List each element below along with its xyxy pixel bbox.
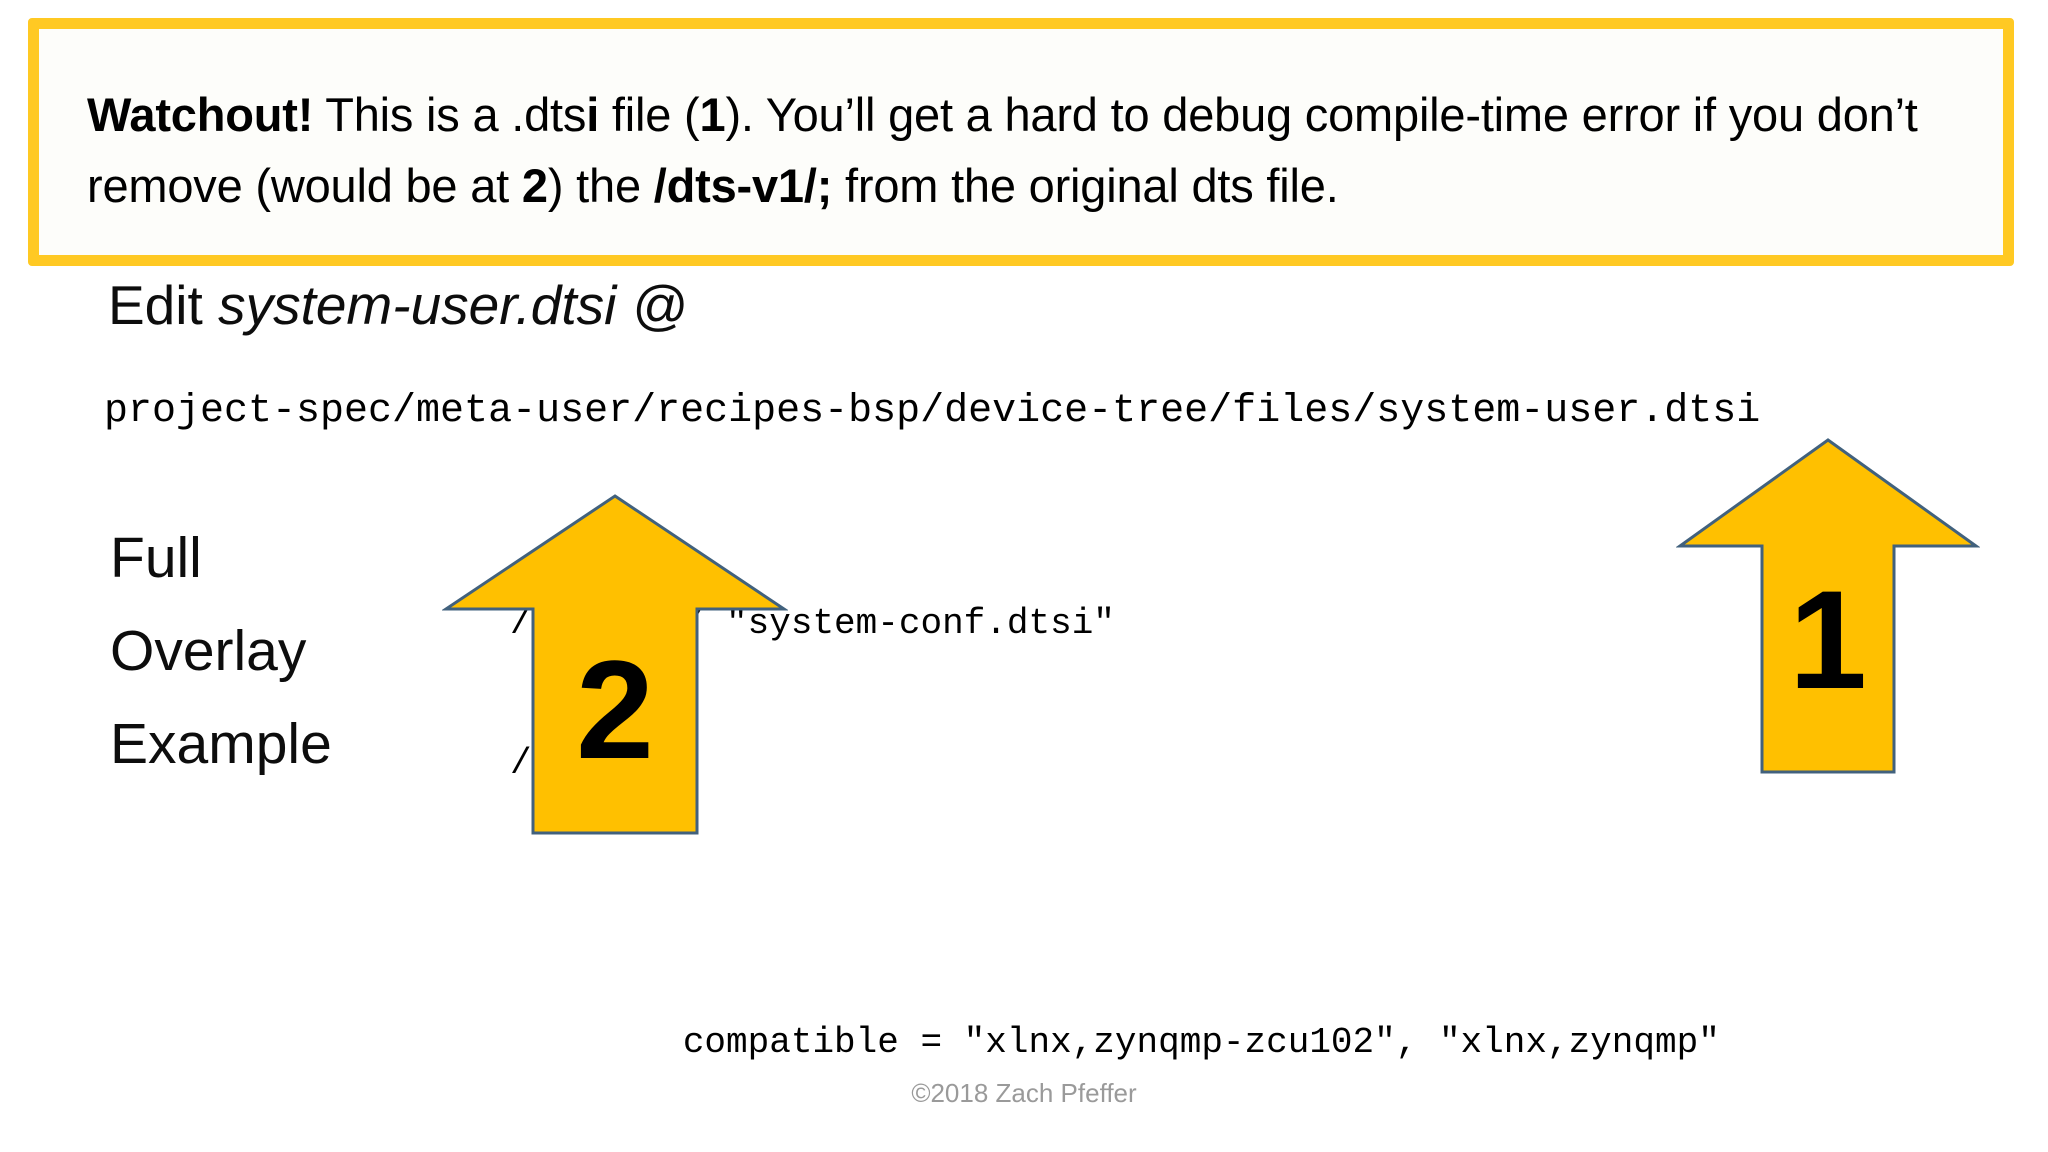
warning-callout-text: Watchout! This is a .dtsi file (1). You’… (87, 79, 1963, 221)
page-title-filename: system-user.dtsi @ (218, 274, 688, 336)
arrow-up-icon (1676, 438, 1980, 774)
code-listing: /include/ "system-conf.dtsi" / { compati… (510, 508, 1720, 1152)
warning-bold-one: 1 (699, 88, 726, 141)
arrow-up-icon (442, 494, 788, 835)
warning-text-2: file ( (599, 88, 700, 141)
warning-lead-bold: Watchout! (87, 88, 314, 141)
copyright-text: ©2018 Zach Pfeffer (911, 1078, 1137, 1108)
page-title: Edit system-user.dtsi @ (108, 273, 688, 337)
warning-bold-i: i (586, 88, 600, 141)
page-title-prefix: Edit (108, 274, 219, 336)
section-label-line-1: Full (110, 526, 202, 590)
section-label-line-3: Example (110, 712, 332, 776)
code-line: compatible = "xlnx,zynqmp-zcu102", "xlnx… (510, 1021, 1720, 1063)
warning-text-4: ) the (547, 159, 654, 212)
file-path-text: project-spec/meta-user/recipes-bsp/devic… (104, 389, 1761, 434)
code-line (510, 880, 1720, 927)
warning-bold-two: 2 (521, 159, 548, 212)
section-label-line-2: Overlay (110, 619, 307, 683)
warning-bold-dts-v1: /dts-v1/; (653, 159, 833, 212)
warning-text-5: from the original dts file. (832, 159, 1339, 212)
section-label: Full Overlay Example (110, 512, 332, 791)
callout-arrow-2 (442, 494, 788, 835)
warning-callout-box: Watchout! This is a .dtsi file (1). You’… (28, 18, 2014, 266)
warning-text-1: This is a .dts (313, 88, 587, 141)
callout-arrow-1 (1676, 438, 1980, 774)
warning-text-3: ). You’ll get a hard to debug compile-ti… (87, 88, 1918, 212)
